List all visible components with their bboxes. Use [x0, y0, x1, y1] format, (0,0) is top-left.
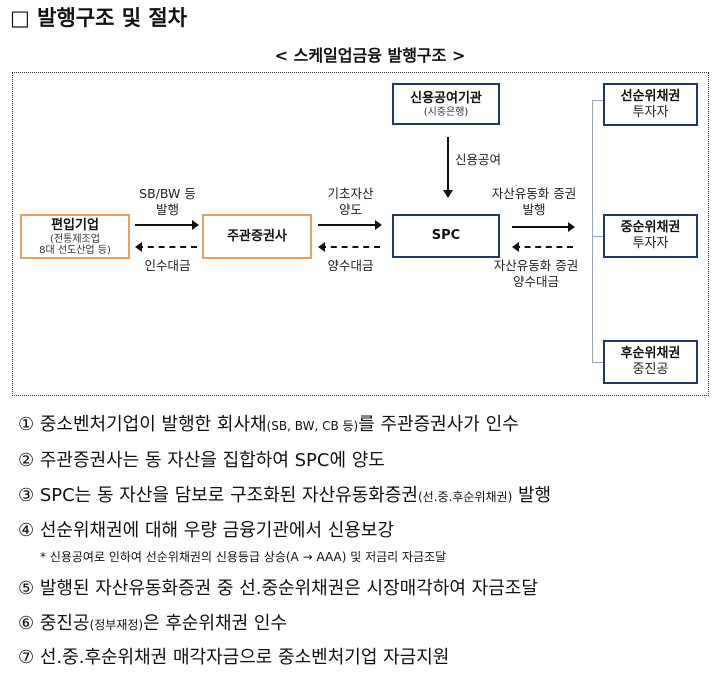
spc-box: SPC [392, 214, 500, 258]
issuer-name: 편입기업 [51, 217, 99, 233]
issuer-sub2: 8대 선도산업 등) [39, 244, 111, 256]
arrow-down-head-icon [443, 190, 453, 198]
arrow-left-dashed-icon [512, 242, 573, 252]
diagram-title: < 스케일업금융 발행구조 > [274, 46, 466, 65]
underwriter-name: 주관증권사 [227, 228, 287, 244]
credit-name: 신용공여기관 [410, 90, 482, 106]
senior-sub: 투자자 [632, 104, 669, 120]
arrow-right-icon [318, 220, 382, 230]
step-7: ⑦ 선.중.후순위채권 매각자금으로 중소벤처기업 자금지원 [18, 647, 450, 668]
credit-provider-box: 신용공여기관 (시중은행) [392, 83, 500, 125]
mezz-sub: 투자자 [632, 236, 669, 251]
tree-branch [592, 236, 603, 237]
step-4: ④ 선순위채권에 대해 우량 금융기관에서 신용보강 [18, 520, 394, 541]
arrow-right-icon [512, 222, 575, 232]
arrow-right-icon [135, 220, 199, 230]
senior-name: 선순위채권 [620, 88, 681, 104]
senior-box: 선순위채권 투자자 [603, 83, 698, 126]
junior-name: 후순위채권 [620, 346, 681, 361]
arrow2-return-label: 양수대금 [327, 258, 374, 273]
mezz-name: 중순위채권 [620, 220, 681, 235]
step-1: ① 중소벤처기업이 발행한 회사채(SB, BW, CB 등)를 주관증권사가 … [18, 414, 519, 435]
step-5: ⑤ 발행된 자산유동화증권 중 선.중순위채권은 시장매각하여 자금조달 [18, 578, 538, 599]
junior-box: 후순위채권 중진공 [603, 340, 698, 384]
arrow-left-dashed-icon [135, 242, 197, 252]
step-4-note: * 신용공여로 인하여 선순위채권의 신용등급 상승(A → AAA) 및 저금… [40, 550, 447, 564]
tree-branch [592, 362, 603, 363]
arrow-left-dashed-icon [318, 242, 380, 252]
section-title: □ 발행구조 및 절차 [10, 6, 188, 30]
step-2: ② 주관증권사는 동 자산을 집합하여 SPC에 양도 [18, 450, 385, 471]
issuer-box: 편입기업 (전통제조업 8대 선도산업 등) [20, 214, 130, 259]
junior-sub: 중진공 [632, 362, 669, 377]
tree-line [592, 100, 593, 363]
arrow1-return-label: 인수대금 [144, 258, 191, 273]
step-3: ③ SPC는 동 자산을 담보로 구조화된 자산유동화증권(선.중.후순위채권)… [18, 485, 552, 506]
diagram-frame [12, 72, 709, 396]
issuer-sub1: (전통제조업 [50, 233, 100, 245]
tree-branch [592, 100, 603, 101]
credit-sub: (시중은행) [423, 106, 469, 118]
credit-label: 신용공여 [455, 152, 502, 167]
step-6: ⑥ 중진공(정부재정)은 후순위채권 인수 [18, 613, 288, 634]
mezzanine-box: 중순위채권 투자자 [603, 214, 698, 258]
arrow-down-icon [447, 137, 449, 192]
spc-name: SPC [431, 228, 461, 243]
underwriter-box: 주관증권사 [202, 214, 312, 259]
